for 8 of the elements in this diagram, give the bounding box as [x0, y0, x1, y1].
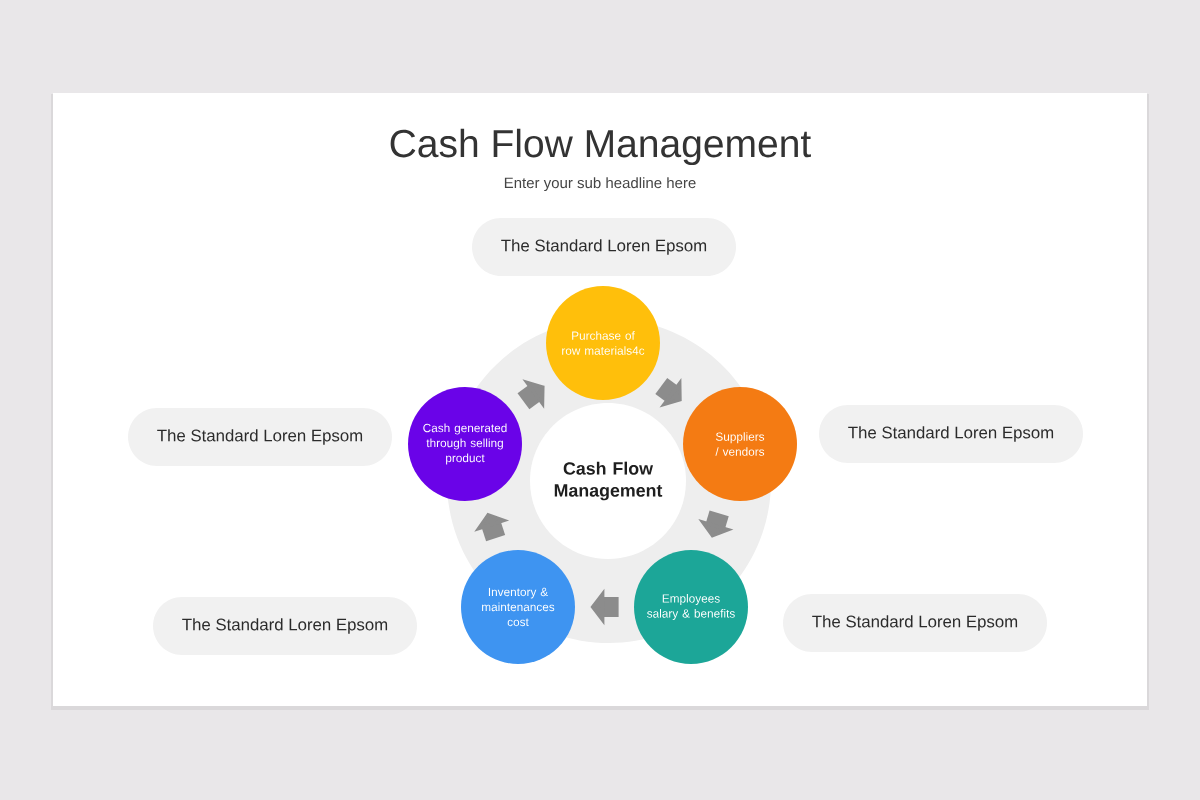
subtitle: Enter your sub headline here [504, 177, 696, 192]
text-pill: The Standard Loren Epsom [153, 597, 417, 655]
block-arrow [517, 379, 545, 410]
text-pill: The Standard Loren Epsom [128, 408, 392, 466]
text-pill: The Standard Loren Epsom [819, 405, 1083, 463]
title: Cash Flow Management [390, 128, 811, 166]
text-pill: The Standard Loren Epsom [783, 594, 1047, 652]
text-pill: The Standard Loren Epsom [472, 218, 736, 276]
